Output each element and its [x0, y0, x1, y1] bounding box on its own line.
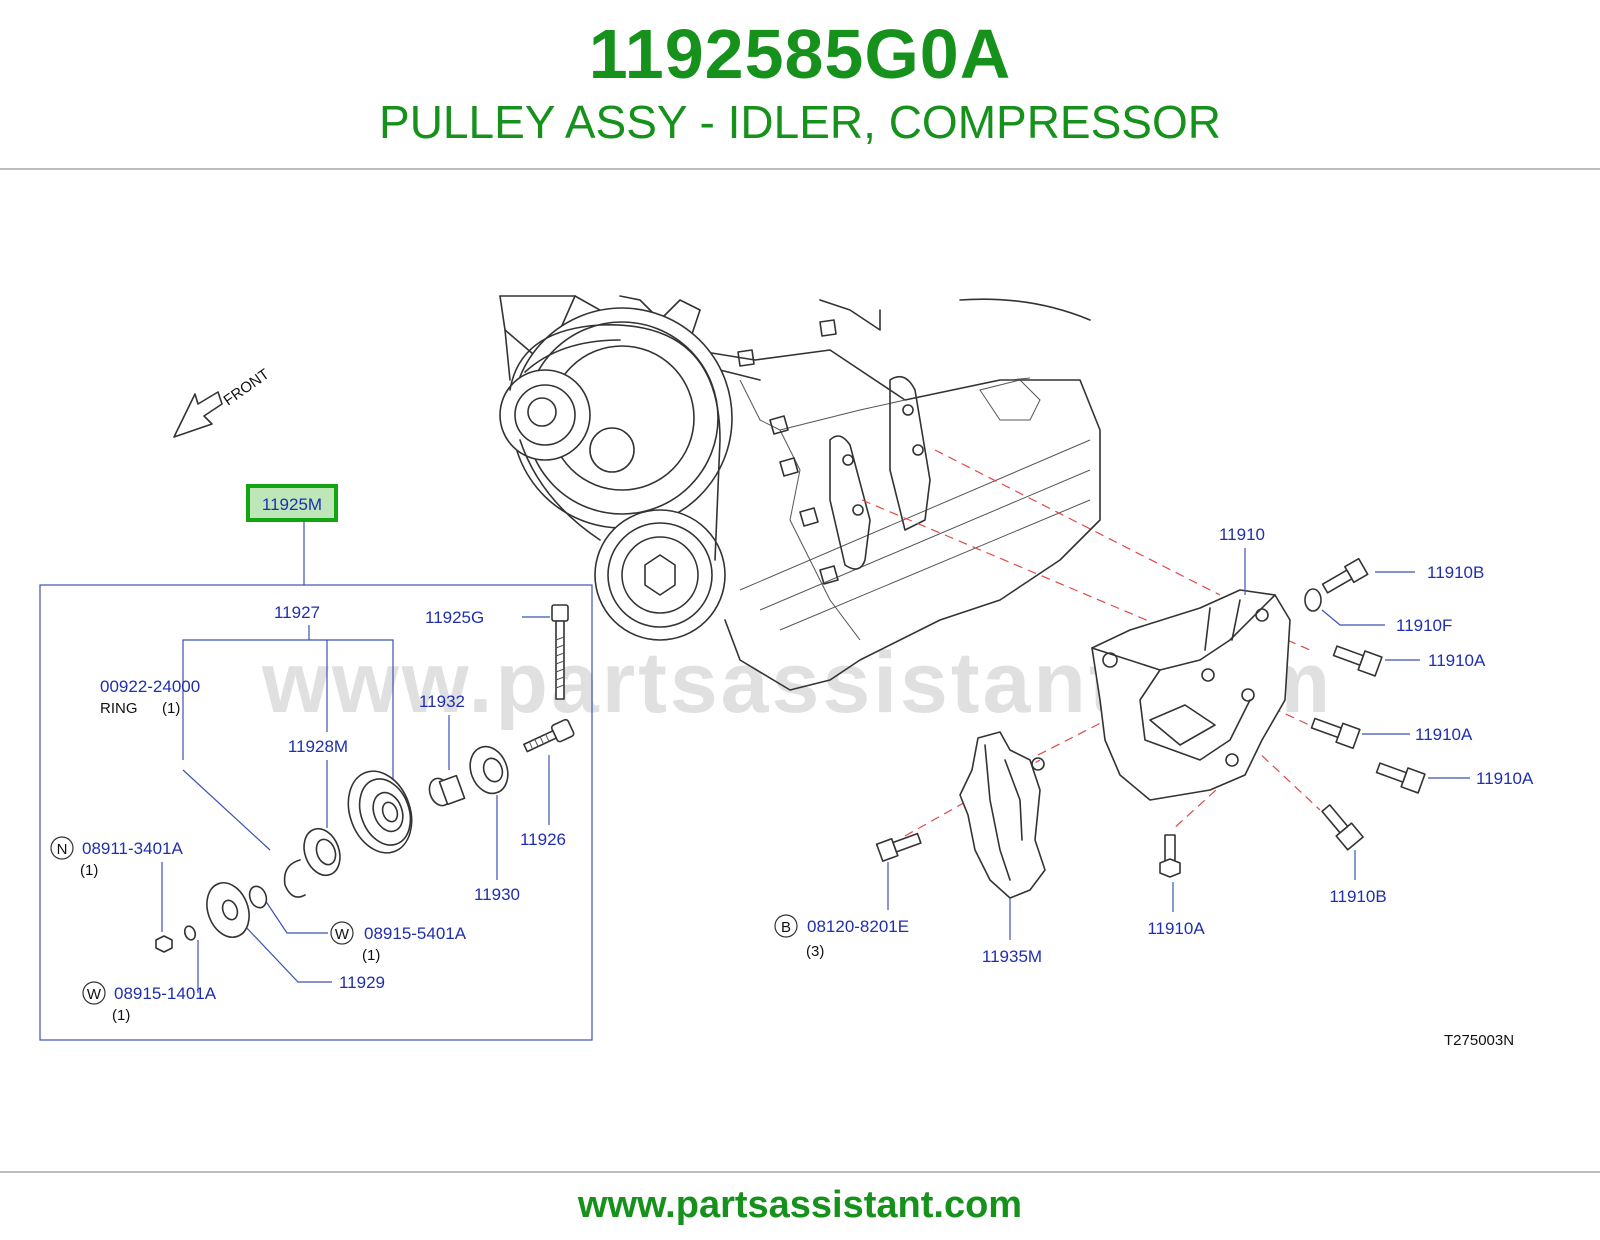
- n-qty: (1): [80, 862, 98, 879]
- callout-08915-1401A[interactable]: 08915-1401A: [114, 984, 217, 1003]
- diagram-code: T275003N: [1444, 1032, 1514, 1049]
- engine-block-drawing: [499, 295, 1101, 691]
- highlighted-part-box[interactable]: [246, 484, 338, 522]
- n-badge-circle: [50, 836, 74, 860]
- front-direction-indicator: FRONT: [173, 366, 273, 438]
- callout-11929[interactable]: 11929: [339, 973, 385, 992]
- callout-11930[interactable]: 11930: [474, 885, 520, 904]
- part-number-title: 1192585G0A: [588, 15, 1012, 93]
- w1-badge: W: [335, 926, 350, 943]
- idler-pulley-parts-drawing: [155, 604, 575, 953]
- w1-badge-circle: [330, 921, 354, 945]
- callout-08915-5401A[interactable]: 08915-5401A: [364, 924, 467, 943]
- ring-qty: (1): [162, 700, 180, 717]
- callout-11910F[interactable]: 11910F: [1396, 616, 1452, 635]
- callout-08120-8201E[interactable]: 08120-8201E: [807, 917, 909, 936]
- header-divider: [0, 168, 1600, 170]
- bolt-11910A-bottom-drawing: [1159, 834, 1181, 878]
- callout-11928M[interactable]: 11928M: [288, 737, 348, 756]
- callout-11910A-2[interactable]: 11910A: [1415, 725, 1473, 744]
- bolt-11910A-2-drawing: [1310, 717, 1361, 750]
- ring-label: RING: [100, 700, 138, 717]
- b-badge: B: [781, 919, 791, 936]
- w1-qty: (1): [362, 947, 380, 964]
- w2-qty: (1): [112, 1007, 130, 1024]
- callout-11925G[interactable]: 11925G: [425, 608, 484, 627]
- w2-badge: W: [87, 986, 102, 1003]
- assembly-bounding-box: [39, 584, 593, 1041]
- bolt-11910B-bottom-drawing: [1321, 804, 1364, 851]
- callout-00922-24000[interactable]: 00922-24000: [100, 677, 200, 696]
- callout-11910A-bottom[interactable]: 11910A: [1147, 919, 1205, 938]
- bracket-drawing: [1091, 589, 1291, 801]
- crank-pulley-drawing: [499, 307, 733, 641]
- callout-08911-3401A[interactable]: 08911-3401A: [82, 839, 183, 858]
- parts-diagram: www.partsassistant.com: [39, 295, 1534, 1049]
- callout-11925M[interactable]: 11925M: [262, 495, 322, 514]
- n-badge: N: [57, 841, 68, 858]
- callout-11910B-bottom[interactable]: 11910B: [1329, 887, 1386, 906]
- bolt-11910B-top-drawing: [1321, 557, 1369, 594]
- front-label: FRONT: [221, 366, 273, 410]
- bolt-08120-drawing: [875, 832, 922, 862]
- bolt-11910A-3-drawing: [1375, 762, 1426, 794]
- callout-11935M[interactable]: 11935M: [982, 947, 1042, 966]
- callout-11910A-1[interactable]: 11910A: [1428, 651, 1486, 670]
- washer-11910F-drawing: [1304, 588, 1322, 612]
- page-header: 1192585G0A PULLEY ASSY - IDLER, COMPRESS…: [0, 0, 1600, 170]
- b-qty: (3): [806, 943, 824, 960]
- callout-11932[interactable]: 11932: [419, 692, 465, 711]
- w2-badge-circle: [82, 981, 106, 1005]
- callout-11926[interactable]: 11926: [520, 830, 566, 849]
- footer-url[interactable]: www.partsassistant.com: [577, 1184, 1023, 1226]
- callout-11910[interactable]: 11910: [1219, 525, 1265, 544]
- part-description-title: PULLEY ASSY - IDLER, COMPRESSOR: [379, 96, 1221, 148]
- bolt-11910A-1-drawing: [1332, 645, 1383, 677]
- callout-11910A-3[interactable]: 11910A: [1476, 769, 1534, 788]
- callout-11910B-top[interactable]: 11910B: [1427, 563, 1484, 582]
- footer-divider: [0, 1171, 1600, 1173]
- b-badge-circle: [774, 914, 798, 938]
- callout-11927[interactable]: 11927: [274, 603, 320, 622]
- bracket-11935M-drawing: [959, 731, 1046, 899]
